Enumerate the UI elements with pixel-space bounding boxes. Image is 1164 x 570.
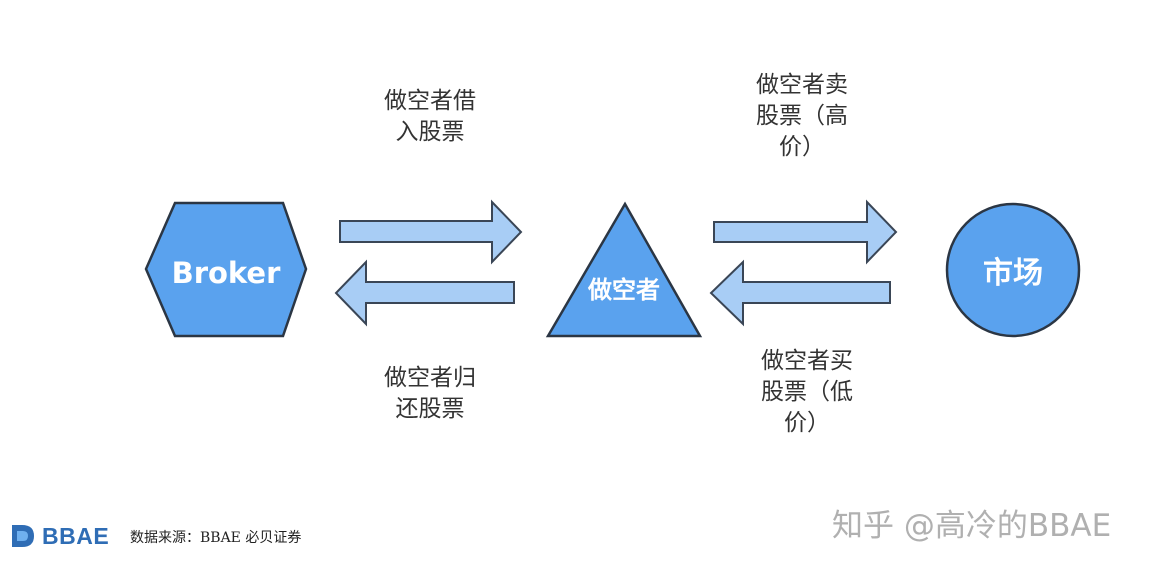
buy-label-line-2: 股票（低 xyxy=(761,379,853,405)
sell-label-line-3: 价） xyxy=(779,134,825,160)
sell-label-line-2: 股票（高 xyxy=(756,103,848,129)
data-source-note: 数据来源：BBAE 必贝证券 xyxy=(130,530,302,546)
broker-hexagon xyxy=(144,201,308,338)
arrow-sell xyxy=(713,199,898,265)
bbae-logo-text: BBAE xyxy=(42,522,110,549)
bbae-logo: BBAE xyxy=(8,519,109,553)
sell-label: 做空者卖 股票（高 价） xyxy=(740,70,864,163)
short-seller-node: 做空者 xyxy=(545,201,703,338)
buy-label-line-1: 做空者买 xyxy=(761,348,853,374)
bbae-logo-icon xyxy=(12,525,34,547)
broker-node: Broker xyxy=(144,201,308,338)
borrow-label-line-2: 入股票 xyxy=(395,119,465,145)
return-label-line-1: 做空者归 xyxy=(384,365,476,391)
market-label: 市场 xyxy=(983,256,1043,291)
short-seller-triangle xyxy=(545,201,703,338)
arrow-buy xyxy=(709,259,891,327)
borrow-label-line-1: 做空者借 xyxy=(384,88,476,114)
arrow-return xyxy=(334,259,515,327)
market-circle xyxy=(945,202,1081,338)
return-label: 做空者归 还股票 xyxy=(372,363,488,425)
market-node: 市场 xyxy=(945,202,1081,338)
buy-label-line-3: 价） xyxy=(784,410,830,436)
sell-label-line-1: 做空者卖 xyxy=(756,72,848,98)
return-label-line-2: 还股票 xyxy=(395,396,465,422)
short-seller-label: 做空者 xyxy=(587,276,660,304)
broker-label: Broker xyxy=(172,256,282,290)
zhihu-watermark: 知乎 @高冷的BBAE xyxy=(832,508,1112,544)
buy-label: 做空者买 股票（低 价） xyxy=(745,346,869,439)
borrow-label: 做空者借 入股票 xyxy=(372,86,488,148)
arrow-borrow xyxy=(339,199,523,265)
